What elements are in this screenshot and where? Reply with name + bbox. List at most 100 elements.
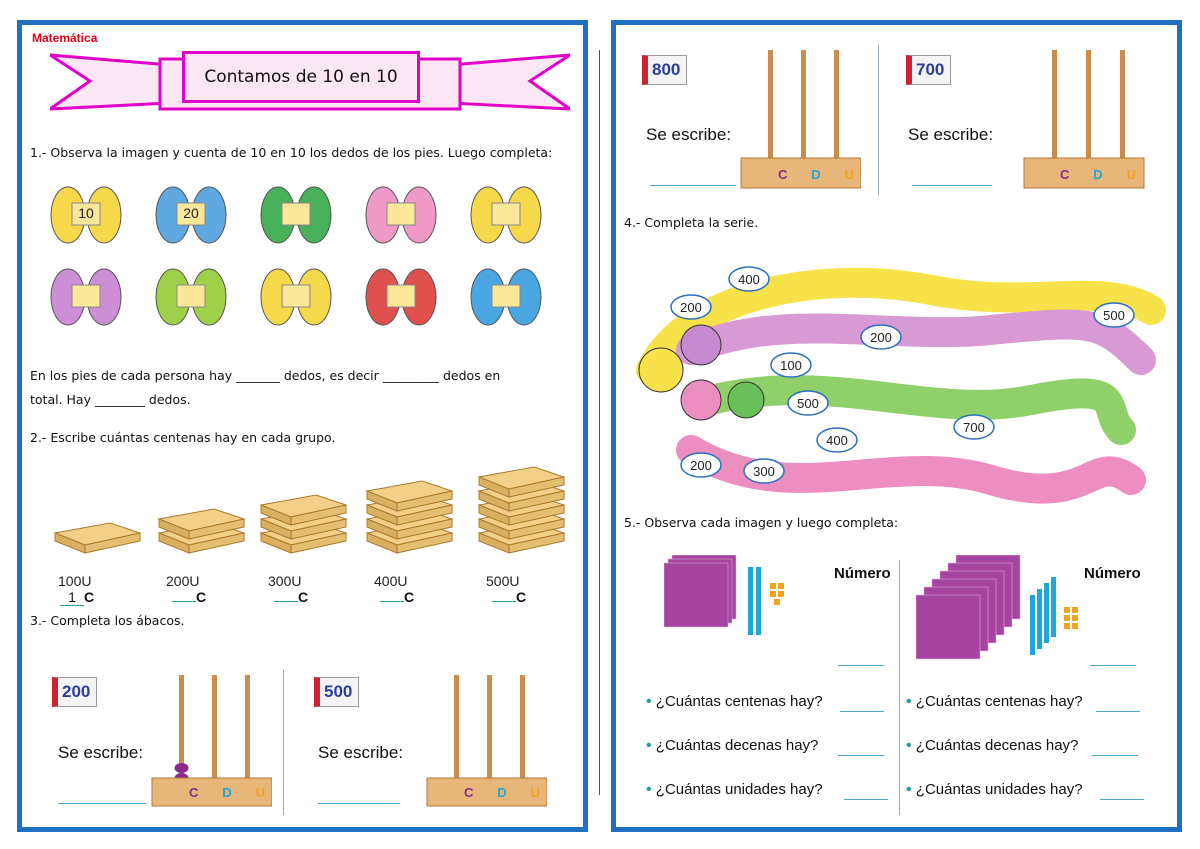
snake-number: 200 [870, 330, 892, 345]
foot-pair [357, 257, 447, 329]
snake-number: 400 [738, 272, 760, 287]
letter-d: D [1093, 167, 1103, 182]
units-label: 400U [374, 573, 408, 589]
divider [878, 45, 879, 195]
number-answer-line[interactable] [1090, 665, 1136, 666]
snake-number: 400 [826, 433, 848, 448]
units-label: 500U [486, 573, 520, 589]
snake-number-bubble [743, 458, 785, 484]
hundreds-answer[interactable]: C [492, 589, 526, 605]
foot-pair [147, 257, 237, 329]
question-2-text: 2.- Escribe cuántas centenas hay en cada… [30, 430, 336, 445]
letter-c: C [777, 167, 788, 182]
foot-pair [462, 257, 552, 329]
snake-number-bubble [787, 390, 829, 416]
question-4-text: 4.- Completa la serie. [624, 215, 759, 230]
letter-u: U [1126, 167, 1137, 182]
snake-number-bubble [1093, 302, 1135, 328]
abacus [1023, 50, 1145, 189]
snake-number-bubble [670, 294, 712, 320]
units-label: 100U [58, 573, 92, 589]
question-5-text: 5.- Observa cada imagen y luego completa… [624, 515, 899, 530]
foot-pair [42, 257, 132, 329]
snake-number-bubble [953, 414, 995, 440]
snake-number: 100 [780, 358, 802, 373]
subject-label: Matemática [32, 31, 98, 45]
snake-number-bubble [816, 427, 858, 453]
answer-line[interactable] [844, 799, 888, 800]
snake-number-bubble [770, 352, 812, 378]
number-tag-200: 200 [52, 677, 98, 707]
answer-line[interactable] [650, 185, 736, 186]
abacus-letters: C D U [1048, 167, 1148, 182]
letter-d: D [811, 167, 821, 182]
question-tens: • ¿Cuántas decenas hay? [906, 737, 1079, 754]
question-hundreds: • ¿Cuántas centenas hay? [906, 693, 1083, 710]
right-page: 800 Se escribe: C D U 700 Se escribe: C … [611, 20, 1182, 832]
foot-pair [462, 175, 552, 247]
hundreds-answer[interactable]: C [380, 589, 414, 605]
question-units: • ¿Cuántas unidades hay? [646, 781, 823, 798]
answer-line[interactable] [1100, 799, 1144, 800]
letter-u: U [530, 785, 541, 800]
base-ten-blocks [916, 555, 1078, 660]
letter-d: D [222, 785, 232, 800]
hundreds-answer[interactable]: C [172, 589, 206, 605]
letter-c: C [1059, 167, 1070, 182]
answer-line[interactable] [838, 755, 884, 756]
number-tag-700: 700 [906, 55, 952, 85]
units-label: 300U [268, 573, 302, 589]
foot-pair: 20 [147, 175, 237, 247]
number-answer-line[interactable] [838, 665, 884, 666]
answer-line[interactable] [1092, 755, 1138, 756]
foot-count-label: 10 [78, 205, 94, 221]
abacus-letters: C D U [452, 785, 552, 800]
abacus [426, 675, 547, 807]
question-1-text: 1.- Observa la imagen y cuenta de 10 en … [30, 145, 553, 160]
letter-u: U [844, 167, 855, 182]
number-heading: Número [834, 565, 891, 582]
answer-line[interactable] [1096, 711, 1140, 712]
write-label: Se escribe: [58, 743, 144, 762]
answer-line[interactable] [318, 803, 400, 804]
question-hundreds: • ¿Cuántas centenas hay? [646, 693, 823, 710]
write-label: Se escribe: [908, 125, 994, 144]
snake-number: 500 [1103, 308, 1125, 323]
abacus [151, 675, 272, 807]
hundreds-answer[interactable]: C [274, 589, 308, 605]
snake-number-bubble [680, 452, 722, 478]
page-title: Contamos de 10 en 10 [182, 51, 420, 103]
question-1-sentence-2: total. Hay ________ dedos. [30, 392, 191, 407]
snake-number: 200 [680, 300, 702, 315]
abacus-letters: C D U [766, 167, 866, 182]
answer-line[interactable] [912, 185, 992, 186]
divider [283, 670, 284, 815]
write-label: Se escribe: [318, 743, 404, 762]
answer-line[interactable] [58, 803, 146, 804]
divider [899, 560, 900, 815]
number-tag-500: 500 [314, 677, 360, 707]
letter-c: C [188, 785, 199, 800]
answer-line[interactable] [840, 711, 884, 712]
abacus-letters: C D U [177, 785, 277, 800]
base-ten-blocks [664, 555, 784, 635]
question-units: • ¿Cuántas unidades hay? [906, 781, 1083, 798]
question-3-text: 3.- Completa los ábacos. [30, 613, 185, 628]
foot-pair [252, 257, 342, 329]
foot-pair: 10 [42, 175, 132, 247]
left-page: Matemática Contamos de 10 en 10 1.- Obse… [17, 20, 588, 832]
snake-number: 200 [690, 458, 712, 473]
feet-grid: 10 20 [42, 175, 562, 340]
question-1-sentence-1: En los pies de cada persona hay _______ … [30, 368, 501, 383]
spine-line [599, 50, 600, 795]
snake-number: 500 [797, 396, 819, 411]
foot-count-label: 20 [183, 205, 199, 221]
letter-d: D [497, 785, 507, 800]
